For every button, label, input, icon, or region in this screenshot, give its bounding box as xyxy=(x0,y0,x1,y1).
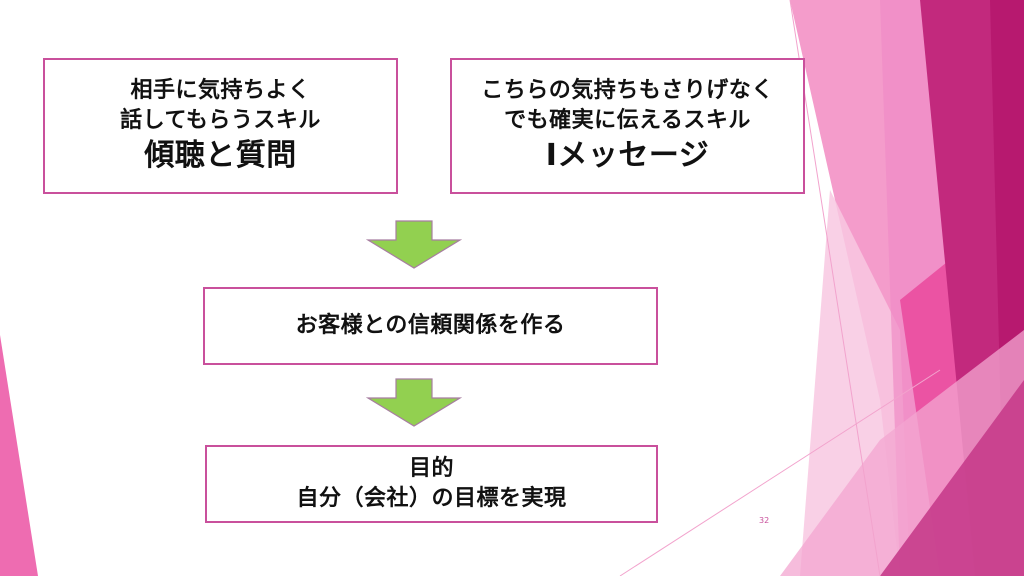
down-arrow-icon xyxy=(366,220,462,269)
listening-skill-box: 相手に気持ちよく 話してもらうスキル 傾聴と質問 xyxy=(43,58,398,194)
listening-title: 傾聴と質問 xyxy=(144,138,297,173)
slide-number: 32 xyxy=(759,516,770,525)
trust-text: お客様との信頼関係を作る xyxy=(295,313,566,338)
goal-box: 目的 自分（会社）の目標を実現 xyxy=(205,445,658,523)
imessage-title: Iメッセージ xyxy=(545,138,710,173)
bottom-facet-dark xyxy=(880,380,1024,576)
imessage-line-2: でも確実に伝えるスキル xyxy=(504,108,751,133)
imessage-line-1: こちらの気持ちもさりげなく xyxy=(481,78,774,103)
listening-line-2: 話してもらうスキル xyxy=(120,108,321,133)
i-message-skill-box: こちらの気持ちもさりげなく でも確実に伝えるスキル Iメッセージ xyxy=(450,58,805,194)
listening-line-1: 相手に気持ちよく xyxy=(130,78,311,103)
goal-line-1: 目的 xyxy=(408,456,454,481)
left-accent-shape xyxy=(0,335,38,576)
goal-line-2: 自分（会社）の目標を実現 xyxy=(296,486,567,511)
down-arrow-icon xyxy=(366,378,462,427)
decor-line-2 xyxy=(619,369,941,576)
decor-line-1 xyxy=(789,0,881,576)
trust-relationship-box: お客様との信頼関係を作る xyxy=(203,287,658,365)
